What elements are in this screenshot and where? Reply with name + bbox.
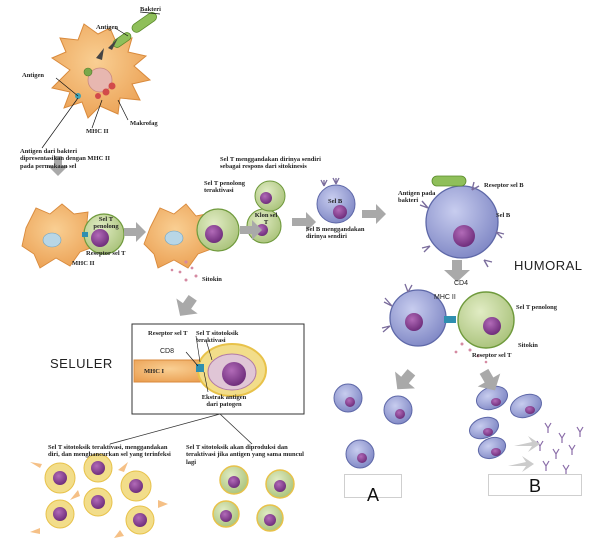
label-ekstrak-antigen: Ekstrak antigen dari patogen: [201, 394, 247, 409]
label-mhc2-right: MHC II: [434, 294, 456, 301]
label-makrofag: Makrofag: [130, 120, 158, 127]
label-mhc2-top: MHC II: [86, 128, 109, 135]
label-antigen-presented: Antigen dari bakteri dipresentasikan den…: [20, 148, 110, 170]
label-reseptor-sel-b: Reseptor sel B: [484, 182, 524, 189]
label-sel-t-penolong-right: Sel T penolong: [516, 304, 557, 311]
antibodies: [536, 422, 584, 475]
label-antigen-pada-bakteri: Antigen pada bakteri: [398, 190, 436, 205]
cytotoxic-destroy-group: [30, 453, 168, 538]
label-klon-sel-t: Klon sel T: [254, 212, 278, 227]
answer-box-a: A: [344, 474, 402, 505]
label-mhc2-left: MHC II: [72, 260, 95, 267]
t-helper-humoral: [457, 291, 515, 349]
label-mhc1: MHC I: [144, 368, 165, 375]
label-sel-b-small: Sel B: [328, 198, 343, 205]
plasma-cells-b: [468, 385, 542, 460]
label-sel-t-sitotoksik-teraktivasi: Sel T sitotoksik teraktivasi: [196, 330, 239, 345]
label-reseptor-sel-t-right: Reseptor sel T: [472, 352, 512, 359]
t-clone-dividing: [254, 180, 286, 212]
label-cd4: CD4: [454, 280, 469, 287]
top-leader-lines: [41, 11, 161, 149]
label-sitokin-right: Sitokin: [518, 342, 538, 349]
label-sel-t-menggandakan: Sel T menggandakan dirinya sendiri sebag…: [220, 156, 321, 171]
memory-b-cells-a: [333, 383, 413, 469]
label-antigen-top: Antigen: [96, 24, 119, 31]
label-seluler: SELULER: [50, 356, 113, 371]
bacteria-top: [112, 12, 157, 48]
soft-arrows-b: [508, 436, 540, 472]
macrophage-top: [50, 23, 152, 119]
arrow-right-2: [240, 220, 262, 240]
arrow-down-humoral: [444, 260, 470, 282]
b-cell-small: [316, 177, 356, 224]
label-cd8: CD8: [160, 348, 175, 355]
label-reseptor-sel-t-inset: Reseptor sel T: [148, 330, 188, 337]
label-bottom-mid-caption: Sel T sitotoksik akan diproduksi dan ter…: [186, 444, 304, 466]
arrow-right-3: [292, 212, 316, 232]
label-sel-b-right: Sel B: [496, 212, 511, 219]
label-bakteri-top: Bakteri: [140, 6, 161, 13]
answer-box-b: B: [488, 474, 582, 496]
label-sitokin-mid: Sitokin: [202, 276, 222, 283]
label-antigen-left: Antigen: [22, 72, 45, 79]
b-cell-large: [419, 181, 505, 268]
t-helper-row2-a: [83, 213, 125, 255]
b-cell-humoral: [381, 283, 447, 347]
arrow-to-b: [477, 368, 501, 391]
cytokine-dots-row2: [170, 260, 198, 282]
arrow-right-4: [362, 204, 386, 224]
label-sel-t-penolong-teraktivasi: Sel T penolong teraktivasi: [204, 180, 245, 195]
t-helper-activated-row2: [196, 208, 240, 252]
label-sel-t-penolong: Sel T penolong: [93, 216, 119, 231]
arrow-to-a: [395, 369, 416, 390]
label-sel-b-menggandakan: Sel B menggandakan dirinya sendiri: [306, 226, 365, 241]
inset-cytotoxic-cell: [197, 343, 267, 397]
arrow-right-1: [124, 222, 146, 242]
label-reseptor-sel-t-left: Reseptor sel T: [86, 250, 126, 257]
process-arrows: [48, 156, 501, 391]
bacteria-right: [431, 175, 467, 187]
label-bottom-left-caption: Sel T sitotoksik teraktivasi, menggandak…: [48, 444, 171, 459]
inset-leaders: [185, 335, 213, 393]
cytokine-dots-humoral: [454, 342, 488, 364]
memory-cytotoxic-group: [212, 465, 295, 532]
label-humoral: HUMORAL: [514, 258, 583, 273]
arrow-down-seluler: [176, 294, 198, 316]
arrow-down-1: [48, 156, 68, 176]
inset-branch-lines: [109, 413, 253, 445]
